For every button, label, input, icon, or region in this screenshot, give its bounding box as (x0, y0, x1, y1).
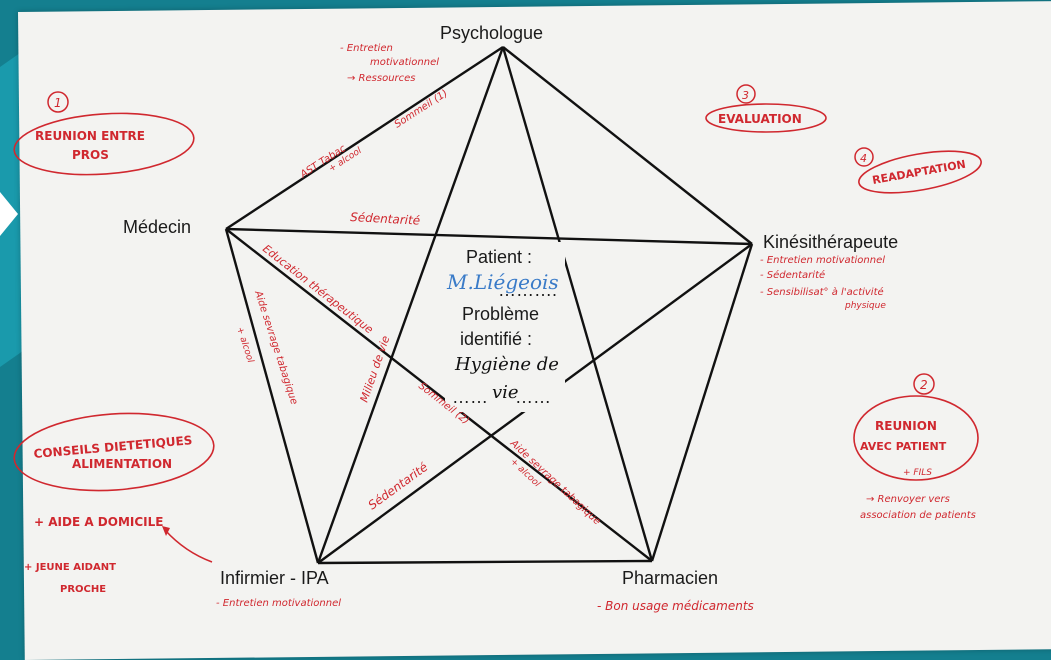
step-1-number: 1 (54, 96, 62, 110)
psy-note-2: motivationnel (370, 57, 439, 68)
jeune-aidant-1: + JEUNE AIDANT (24, 562, 116, 573)
step-2-line-2: AVEC PATIENT (860, 440, 947, 453)
kine-note-4: physique (844, 301, 886, 311)
step-2-note-2: association de patients (860, 510, 976, 521)
kine-note-2: - Sédentarité (760, 269, 825, 281)
step-3-number: 3 (742, 89, 749, 102)
note-alcool-left: + alcool (234, 326, 255, 365)
step-1-line-2: PROS (72, 148, 109, 162)
step-3-bubble (705, 103, 827, 133)
step-1-bubble (13, 112, 195, 176)
node-pharmacien: Pharmacien (622, 568, 718, 588)
edge-psy-medecin (225, 45, 504, 231)
aide-domicile: + AIDE A DOMICILE (34, 515, 163, 529)
step-2-note-1: → Renvoyer vers (866, 494, 950, 505)
kine-note-3: - Sensibilisat° à l'activité (760, 286, 884, 298)
patient-dots: ………. (498, 280, 557, 300)
jeune-aidant-2: PROCHE (60, 584, 106, 595)
node-infirmier: Infirmier - IPA (220, 568, 329, 588)
step-1-circle (47, 91, 69, 113)
probleme-dots-right: …… (515, 387, 551, 407)
probleme-value-2: vie (492, 382, 519, 403)
node-psychologue: Psychologue (440, 23, 543, 43)
patient-name: M.Liégeois (446, 270, 559, 294)
note-sommeil-1: Sommeil (1) (393, 88, 450, 130)
slide-arrow-icon (0, 192, 18, 236)
patient-label: Patient : (466, 247, 532, 267)
step-4-group: 4 READAPTATION (854, 147, 982, 194)
probleme-label-1: Problème (462, 304, 539, 324)
kine-note-1: - Entretien motivationnel (760, 255, 885, 266)
edge-psy-kine (502, 46, 753, 245)
edge-medecin-kine (225, 227, 753, 246)
edge-psy-infirmier (316, 46, 505, 564)
step-4-number: 4 (860, 152, 867, 165)
infirmier-note: - Entretien motivationnel (216, 598, 341, 609)
step-2-line-1: REUNION (875, 419, 937, 433)
edge-kine-pharmacien (650, 243, 754, 562)
step-3-label: EVALUATION (718, 112, 802, 126)
conseils-bubble (13, 412, 215, 492)
step-2-bubble (853, 395, 979, 481)
step-2-circle (913, 373, 935, 395)
probleme-value-1: Hygiène de (454, 354, 559, 375)
probleme-label-2: identifié : (460, 329, 532, 349)
edge-psy-pharmacien (501, 46, 654, 562)
node-kine: Kinésithérapeute (763, 232, 898, 252)
left-notes-group: CONSEILS DIETETIQUES ALIMENTATION + AIDE… (13, 412, 215, 595)
step-3-circle (736, 84, 756, 104)
step-1-group: 1 REUNION ENTRE PROS (13, 91, 195, 176)
step-2-number: 2 (920, 378, 928, 392)
conseils-line-2: ALIMENTATION (72, 457, 172, 471)
note-sedentarite-top: Sédentarité (350, 210, 421, 228)
step-4-circle (854, 147, 874, 167)
probleme-dots-left: …… (452, 387, 488, 407)
center-box-bg (445, 242, 565, 412)
curved-arrow-line (164, 529, 213, 563)
node-medecin: Médecin (123, 217, 191, 237)
edge-medecin-infirmier (224, 228, 320, 564)
note-aide-sevrage-right: Aide sevrage tabagique (507, 437, 602, 527)
edge-infirmier-pharmacien (317, 559, 653, 565)
step-1-line-1: REUNION ENTRE (35, 129, 145, 143)
step-3-group: 3 EVALUATION (705, 84, 827, 133)
edge-medecin-pharmacien (225, 228, 653, 562)
step-2-line-3: + FILS (903, 468, 932, 478)
step-2-group: 2 REUNION AVEC PATIENT + FILS → Renvoyer… (853, 373, 979, 521)
pharmacien-note: - Bon usage médicaments (597, 599, 754, 613)
psy-note-1: - Entretien (340, 43, 393, 54)
note-education: Education thérapeutique (260, 242, 376, 336)
psy-note-3: → Ressources (347, 73, 416, 84)
step-4-bubble (858, 150, 982, 194)
arrow-head-icon (162, 526, 170, 536)
